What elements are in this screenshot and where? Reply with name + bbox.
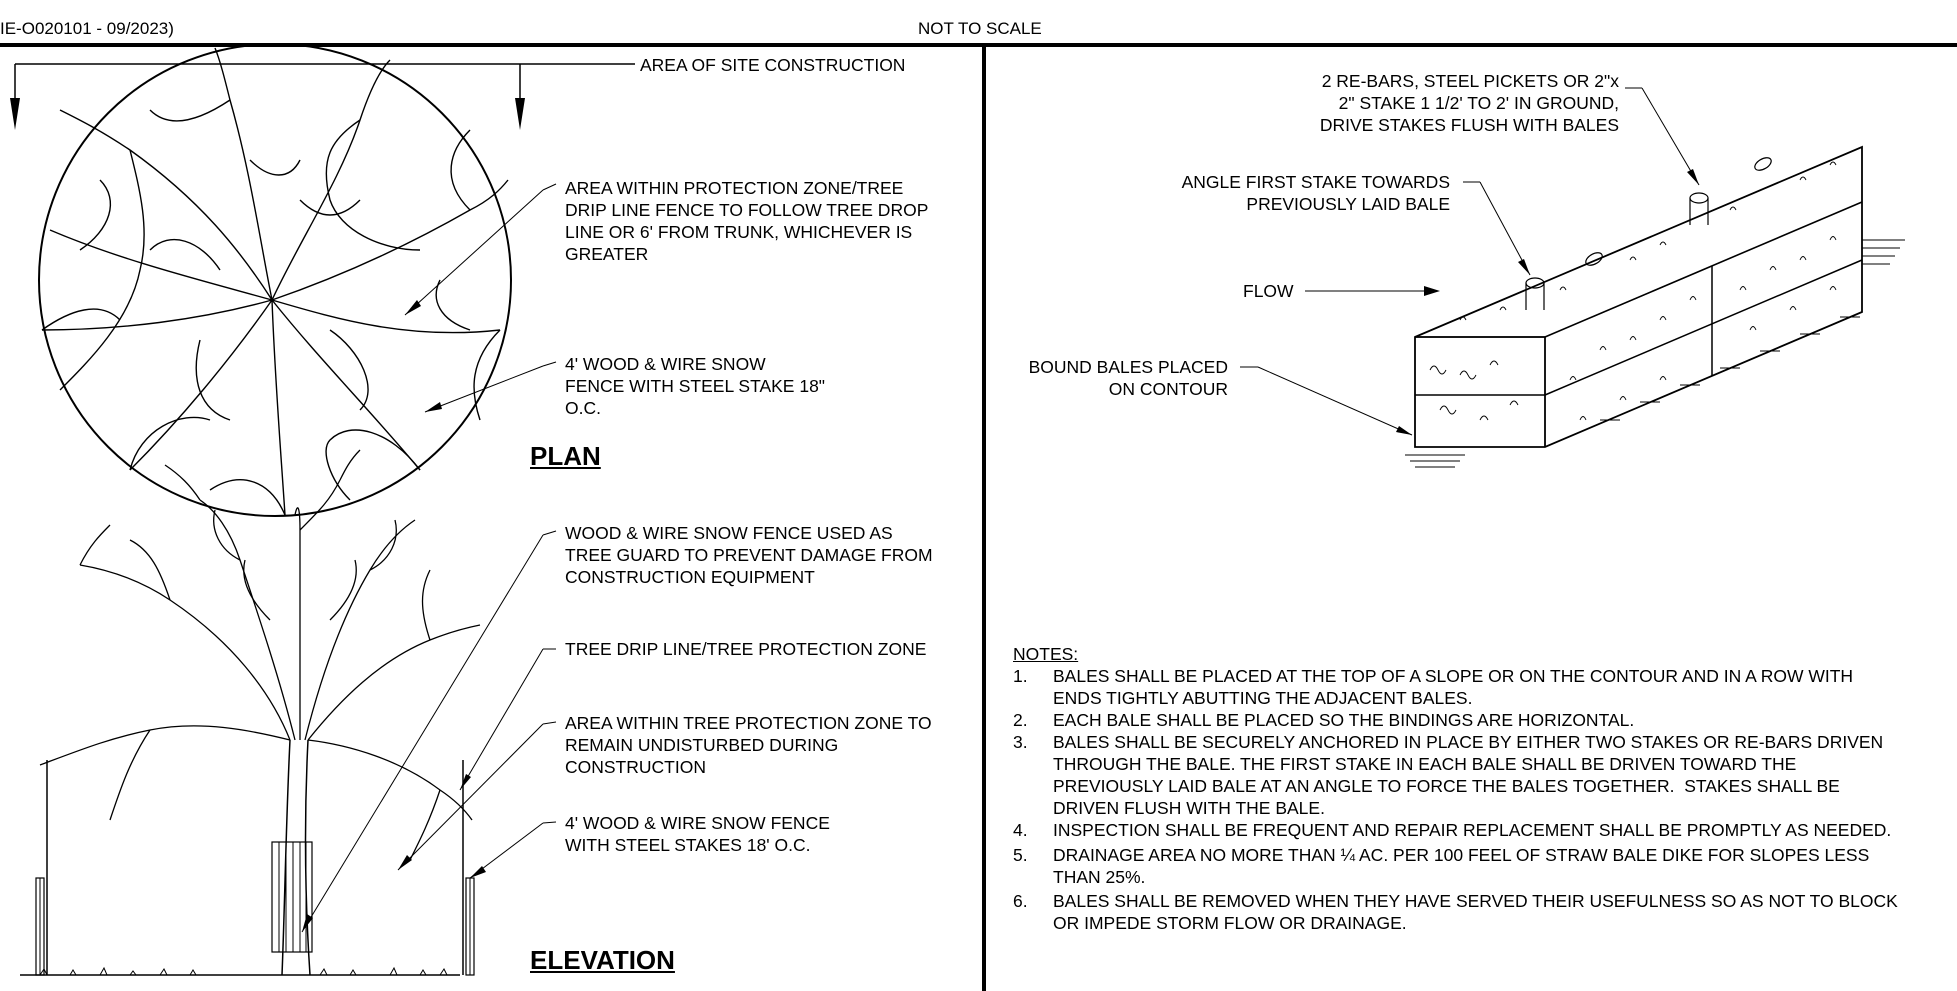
note-text: INSPECTION SHALL BE FREQUENT AND REPAIR … bbox=[1053, 820, 1892, 840]
note-text: EACH BALE SHALL BE PLACED SO THE BINDING… bbox=[1053, 710, 1635, 730]
ground-hatch bbox=[1405, 239, 1905, 468]
callout-bound-bales: BOUND BALES PLACED ON CONTOUR bbox=[1028, 357, 1228, 399]
arrow-down-icon bbox=[10, 98, 20, 130]
callout-undisturbed-area: AREA WITHIN TREE PROTECTION ZONE TO REMA… bbox=[565, 713, 932, 777]
note-number: 6. bbox=[1013, 891, 1028, 911]
elevation-view-drawing bbox=[20, 449, 557, 976]
callout-protection-zone: AREA WITHIN PROTECTION ZONE/TREE DRIP LI… bbox=[565, 178, 929, 264]
note-item: 1. BALES SHALL BE PLACED AT THE TOP OF A… bbox=[1013, 665, 1957, 709]
note-item: 5. DRAINAGE AREA NO MORE THAN ¼ AC. PER … bbox=[1013, 844, 1957, 888]
stakes bbox=[1525, 157, 1772, 310]
note-item: 6. BALES SHALL BE REMOVED WHEN THEY HAVE… bbox=[1013, 890, 1957, 934]
notes-list: 1. BALES SHALL BE PLACED AT THE TOP OF A… bbox=[1013, 665, 1957, 934]
note-number: 1. bbox=[1013, 666, 1028, 686]
tree-elevation-branches bbox=[39, 449, 481, 861]
plan-title: PLAN bbox=[530, 441, 601, 471]
note-text: BALES SHALL BE REMOVED WHEN THEY HAVE SE… bbox=[1053, 891, 1898, 933]
callout-flow: FLOW bbox=[1243, 281, 1294, 301]
note-item: 2. EACH BALE SHALL BE PLACED SO THE BIND… bbox=[1013, 709, 1957, 731]
straw-bale-isometric-drawing bbox=[1240, 87, 1905, 468]
drawing-code: IE-O020101 - 09/2023) bbox=[0, 19, 174, 38]
note-number: 4. bbox=[1013, 820, 1028, 840]
callout-fence-stakes: 4' WOOD & WIRE SNOW FENCE WITH STEEL STA… bbox=[565, 813, 830, 855]
note-text: BALES SHALL BE PLACED AT THE TOP OF A SL… bbox=[1053, 666, 1854, 708]
note-number: 5. bbox=[1013, 845, 1028, 865]
note-text: DRAINAGE AREA NO MORE THAN ¼ AC. PER 100… bbox=[1053, 845, 1870, 887]
note-text: BALES SHALL BE SECURELY ANCHORED IN PLAC… bbox=[1053, 732, 1884, 818]
callout-rebars: 2 RE-BARS, STEEL PICKETS OR 2"x 2" STAKE… bbox=[1319, 71, 1619, 135]
arrow-down-icon bbox=[515, 98, 525, 130]
callout-angle-stake: ANGLE FIRST STAKE TOWARDS PREVIOUSLY LAI… bbox=[1181, 172, 1450, 214]
canopy-branches bbox=[41, 47, 509, 516]
callout-tree-guard: WOOD & WIRE SNOW FENCE USED AS TREE GUAR… bbox=[565, 523, 933, 587]
plan-view-drawing bbox=[10, 43, 635, 517]
note-number: 2. bbox=[1013, 710, 1028, 730]
elevation-title: ELEVATION bbox=[530, 945, 675, 975]
notes-heading: NOTES: bbox=[1013, 644, 1079, 664]
straw-texture bbox=[1429, 161, 1837, 421]
drip-line-circle bbox=[38, 43, 512, 517]
flow-arrow-icon bbox=[1424, 286, 1440, 296]
callout-site-construction: AREA OF SITE CONSTRUCTION bbox=[640, 55, 906, 75]
note-item: 3. BALES SHALL BE SECURELY ANCHORED IN P… bbox=[1013, 731, 1957, 819]
note-item: 4. INSPECTION SHALL BE FREQUENT AND REPA… bbox=[1013, 819, 1957, 842]
note-number: 3. bbox=[1013, 732, 1028, 752]
callout-snow-fence: 4' WOOD & WIRE SNOW FENCE WITH STEEL STA… bbox=[565, 354, 826, 418]
callout-drip-line: TREE DRIP LINE/TREE PROTECTION ZONE bbox=[565, 639, 927, 659]
scale-note: NOT TO SCALE bbox=[918, 19, 1042, 38]
